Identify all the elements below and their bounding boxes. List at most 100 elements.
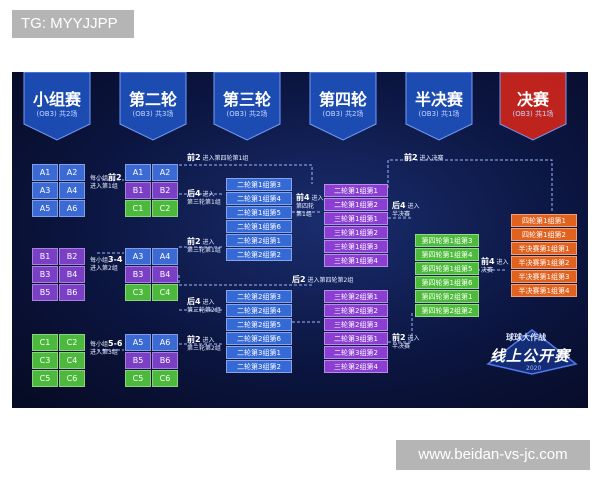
watermark-bottom: www.beidan-vs-jc.com: [396, 440, 590, 470]
team-cell: B4: [59, 266, 85, 283]
stage-title: 小组赛: [32, 90, 81, 109]
stage-subtitle: (OB3) 共1场: [512, 110, 554, 118]
seed-slot: 二轮第2组第1: [226, 234, 292, 247]
seed-slot: 三轮第1组第4: [324, 254, 388, 267]
note-r2-bot-b: 前2 进入第三轮第2组: [187, 335, 221, 353]
seed-slot: 第四轮第1组第4: [415, 248, 479, 261]
seed-slot: 二轮第1组第6: [226, 220, 292, 233]
team-cell: A2: [152, 164, 178, 181]
logo-line-1: 球球大作战: [506, 333, 546, 342]
team-cell: B2: [59, 248, 85, 265]
seed-slot: 二轮第3组第2: [226, 360, 292, 373]
note-semi: 前4 进入决赛: [481, 257, 509, 275]
team-cell: B6: [152, 352, 178, 369]
note-r2-mid-b: 后2 进入第四轮第2组: [292, 275, 354, 285]
stage-title: 第二轮: [128, 90, 177, 109]
stage-title: 决赛: [516, 90, 549, 109]
team-cell: C3: [125, 284, 151, 301]
seed-slot: 二轮第2组第5: [226, 318, 292, 331]
team-cell: A2: [59, 164, 85, 181]
seed-slot: 二轮第1组第1: [324, 184, 388, 197]
team-cell: C4: [152, 284, 178, 301]
stage-header-2: 第二轮(OB3) 共3场: [116, 72, 190, 146]
seed-slot: 第四轮第2组第1: [415, 290, 479, 303]
seed-slot: 三轮第2组第1: [324, 290, 388, 303]
team-cell: C2: [59, 334, 85, 351]
team-cell: C4: [59, 352, 85, 369]
stage-subtitle: (OB3) 共2场: [226, 110, 268, 118]
seed-slot: 二轮第1组第4: [226, 192, 292, 205]
stage-header-1: 小组赛(OB3) 共2场: [20, 72, 94, 146]
seed-slot: 半决赛第1组第4: [511, 284, 577, 297]
note-r2-mid-a: 前2 进入第三轮第1组: [187, 237, 221, 255]
team-cell: A4: [59, 182, 85, 199]
seed-slot: 二轮第2组第6: [226, 332, 292, 345]
seed-slot: 二轮第3组第1: [226, 346, 292, 359]
team-cell: A6: [59, 200, 85, 217]
seed-slot: 半决赛第1组第3: [511, 270, 577, 283]
stage-header-6: 决赛(OB3) 共1场: [496, 72, 570, 146]
seed-slot: 三轮第1组第2: [324, 226, 388, 239]
team-cell: A1: [32, 164, 58, 181]
seed-slot: 三轮第1组第1: [324, 212, 388, 225]
team-cell: C2: [152, 200, 178, 217]
team-cell: B3: [32, 266, 58, 283]
note-r4-top: 前2 进入决赛: [404, 153, 444, 163]
logo-line-2: 线上公开赛: [490, 347, 571, 365]
team-cell: B1: [125, 182, 151, 199]
stage-header-4: 第四轮(OB3) 共2场: [306, 72, 380, 146]
team-cell: C6: [59, 370, 85, 387]
note-r2-top-b: 后4 进入第三轮第1组: [187, 189, 221, 207]
team-cell: A5: [32, 200, 58, 217]
seed-slot: 二轮第3组第2: [324, 346, 388, 359]
seed-slot: 第四轮第1组第3: [415, 234, 479, 247]
team-cell: B6: [59, 284, 85, 301]
seed-slot: 二轮第3组第1: [324, 332, 388, 345]
seed-slot: 第四轮第2组第2: [415, 304, 479, 317]
team-cell: C1: [32, 334, 58, 351]
team-cell: C3: [32, 352, 58, 369]
bracket-connectors: [97, 159, 553, 351]
team-cell: C5: [32, 370, 58, 387]
team-cell: A4: [152, 248, 178, 265]
team-cell: A5: [125, 334, 151, 351]
seed-slot: 三轮第2组第4: [324, 360, 388, 373]
seed-slot: 三轮第2组第2: [324, 304, 388, 317]
team-cell: B1: [32, 248, 58, 265]
team-cell: C6: [152, 370, 178, 387]
seed-slot: 二轮第2组第2: [226, 248, 292, 261]
stage-header-5: 半决赛(OB3) 共1场: [402, 72, 476, 146]
team-cell: A3: [125, 248, 151, 265]
stage-header-3: 第三轮(OB3) 共2场: [210, 72, 284, 146]
team-cell: B5: [125, 352, 151, 369]
note-r2-top-a: 前2 进入第四轮第1组: [187, 153, 249, 163]
seed-slot: 半决赛第1组第1: [511, 242, 577, 255]
seed-slot: 四轮第1组第2: [511, 228, 577, 241]
team-cell: A6: [152, 334, 178, 351]
seed-slot: 第四轮第1组第5: [415, 262, 479, 275]
team-cell: A1: [125, 164, 151, 181]
seed-slot: 二轮第1组第3: [226, 178, 292, 191]
note-r3: 前4 进入第四轮第1组: [296, 193, 324, 219]
stage-title: 第三轮: [222, 90, 271, 109]
stage-title: 半决赛: [414, 90, 463, 109]
stage-subtitle: (OB3) 共2场: [36, 110, 78, 118]
logo-line-3: 2020: [526, 365, 542, 372]
team-cell: A3: [32, 182, 58, 199]
event-logo-icon: [486, 329, 578, 375]
watermark-top: TG: MYYJJPP: [12, 10, 134, 38]
stage-subtitle: (OB3) 共1场: [418, 110, 460, 118]
team-cell: B3: [125, 266, 151, 283]
